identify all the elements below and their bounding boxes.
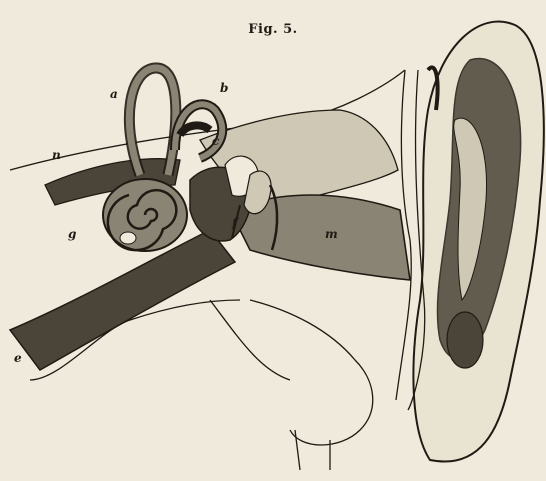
label-c: c [212, 135, 219, 147]
label-b: b [220, 82, 228, 94]
label-n: n [52, 149, 61, 161]
eustachian-tube [10, 230, 235, 370]
label-a: a [110, 88, 118, 100]
label-f: f [232, 217, 237, 229]
label-m: m [325, 228, 338, 240]
cochlea [103, 179, 187, 251]
outer-ear [413, 22, 543, 462]
label-g: g [68, 228, 76, 240]
label-e: e [14, 352, 22, 364]
figure-caption: Fig. 5. [0, 22, 546, 37]
ear-lobe [447, 312, 483, 368]
